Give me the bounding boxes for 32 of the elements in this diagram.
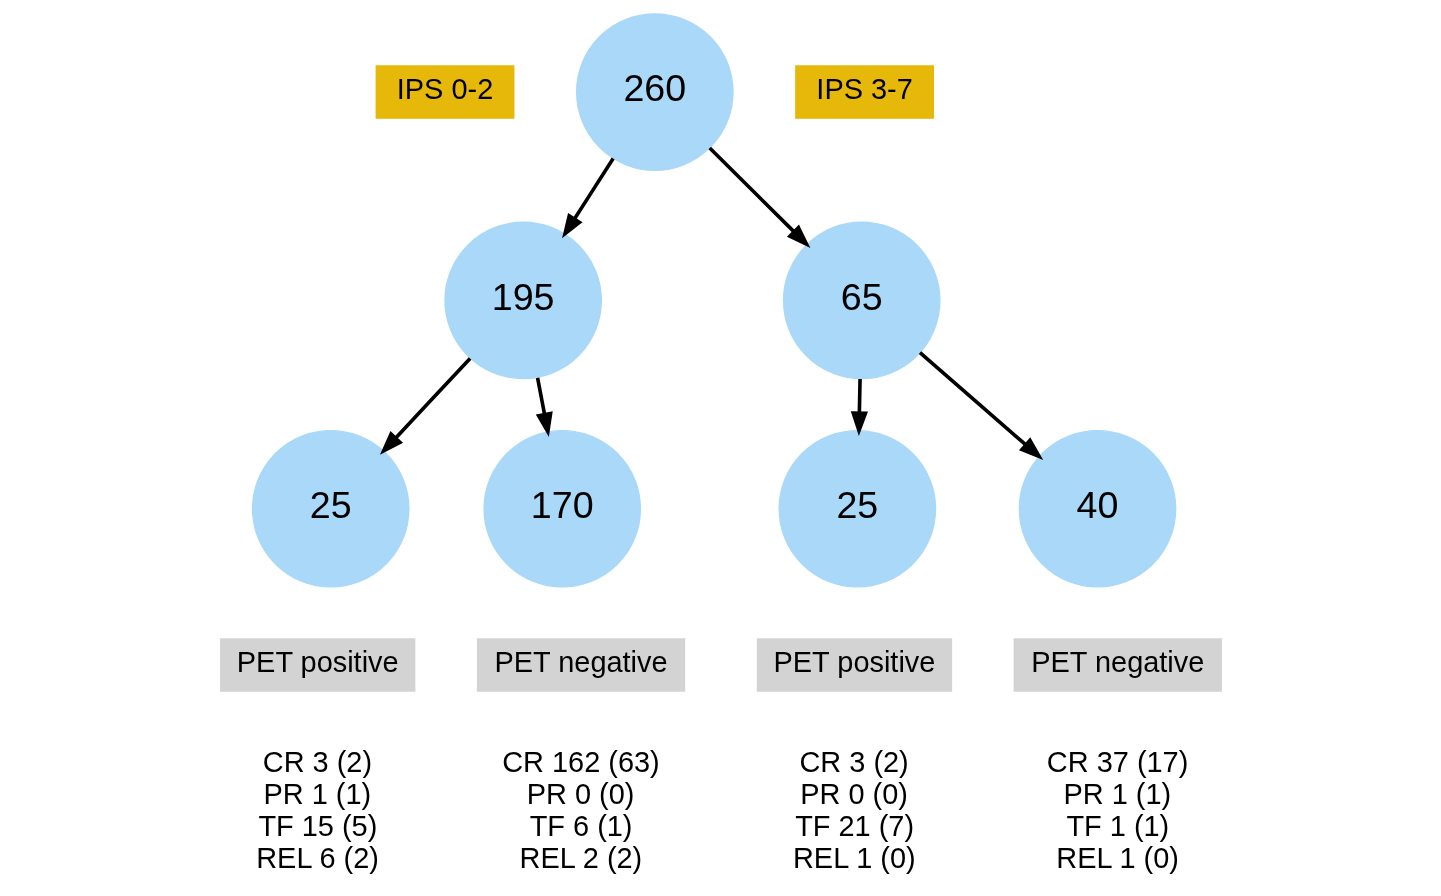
node-box: PET negative	[1013, 638, 1222, 692]
node-label: PR 0 (0)	[799, 777, 908, 810]
node-box: IPS 0-2	[375, 65, 514, 119]
arrow	[850, 378, 868, 436]
node-label: PR 1 (1)	[1063, 777, 1171, 810]
node-label: PR 0 (0)	[526, 777, 634, 810]
node-box: PET negative	[476, 638, 685, 692]
node-label: REL 1 (0)	[1055, 841, 1179, 874]
arrow	[535, 377, 553, 438]
node-label: PR 1 (1)	[262, 777, 371, 810]
node-box: PET positive	[219, 638, 415, 692]
node-label: TF 1 (1)	[1065, 809, 1169, 842]
node-label: CR 162 (63)	[501, 746, 660, 779]
node-label: REL 6 (2)	[255, 841, 379, 874]
arrow	[379, 357, 471, 455]
node-circle: 25	[778, 429, 936, 588]
node-box: IPS 3-7	[794, 65, 934, 119]
node-label: CR 3 (2)	[262, 746, 372, 779]
arrow	[707, 146, 810, 249]
arrow	[918, 351, 1043, 460]
node-label: CR 37 (17)	[1046, 746, 1188, 779]
arrow	[561, 157, 615, 239]
node-label: REL 2 (2)	[519, 841, 642, 874]
node-circle: 195	[443, 221, 602, 380]
node-label: TF 21 (7)	[794, 809, 914, 842]
node-label: REL 1 (0)	[792, 841, 916, 874]
node-circle: 260	[575, 13, 734, 171]
node-box: PET positive	[756, 638, 952, 692]
node-label: TF 6 (1)	[529, 809, 633, 842]
node-circle: 170	[482, 429, 641, 588]
node-label: TF 15 (5)	[257, 809, 377, 842]
node-label: CR 3 (2)	[798, 746, 909, 779]
